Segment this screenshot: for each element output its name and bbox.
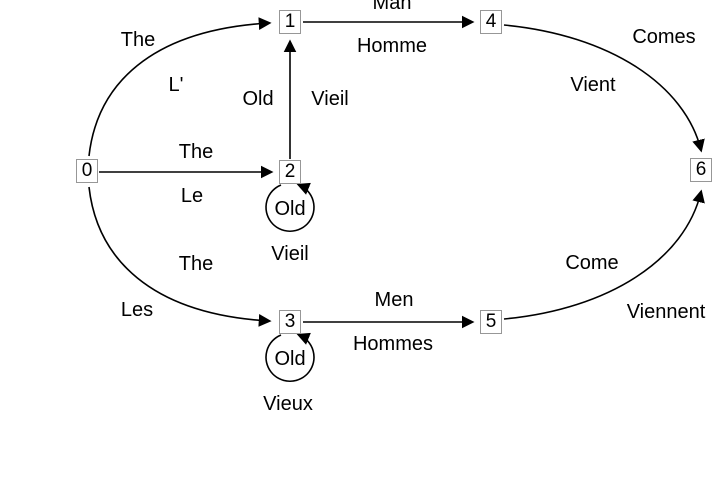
edge-3-3-loop — [265, 332, 315, 382]
edge-label-0-2-en: The — [178, 141, 214, 163]
edge-label-4-6-fr: Vient — [570, 74, 616, 96]
node-3: 3 — [279, 310, 301, 334]
edge-label-3-3-fr: Vieux — [263, 393, 313, 415]
node-6: 6 — [690, 158, 712, 182]
node-1: 1 — [279, 10, 301, 34]
edge-label-0-3-fr: Les — [120, 299, 154, 321]
edge-label-0-2-fr: Le — [180, 185, 204, 207]
edge-label-0-3-en: The — [178, 253, 214, 275]
edge-label-3-5-fr: Hommes — [352, 333, 434, 355]
edge-0-3 — [88, 186, 272, 327]
edge-label-1-4-fr: Homme — [356, 35, 428, 57]
node-5: 5 — [480, 310, 502, 334]
node-0: 0 — [76, 159, 98, 183]
edge-label-5-6-fr: Viennent — [626, 301, 706, 323]
edge-4-6 — [503, 24, 705, 153]
edge-label-2-1-en: Old — [242, 88, 274, 110]
edge-label-3-5-en: Men — [374, 289, 414, 311]
edge-2-2-loop — [265, 182, 315, 232]
edge-5-6 — [503, 189, 705, 320]
edge-label-2-1-fr: Vieil — [311, 88, 349, 110]
edge-label-1-4-en: Man — [372, 0, 412, 14]
edge-0-1 — [88, 17, 272, 157]
edge-label-0-1-fr: L' — [168, 74, 184, 96]
edge-label-2-2-en: Old — [274, 198, 306, 220]
edge-label-2-2-fr: Vieil — [271, 243, 309, 265]
edge-label-5-6-en: Come — [565, 252, 619, 274]
edge-label-4-6-en: Comes — [632, 26, 696, 48]
edge-label-3-3-en: Old — [274, 348, 306, 370]
node-4: 4 — [480, 10, 502, 34]
edge-label-0-1-en: The — [120, 29, 156, 51]
node-2: 2 — [279, 160, 301, 184]
